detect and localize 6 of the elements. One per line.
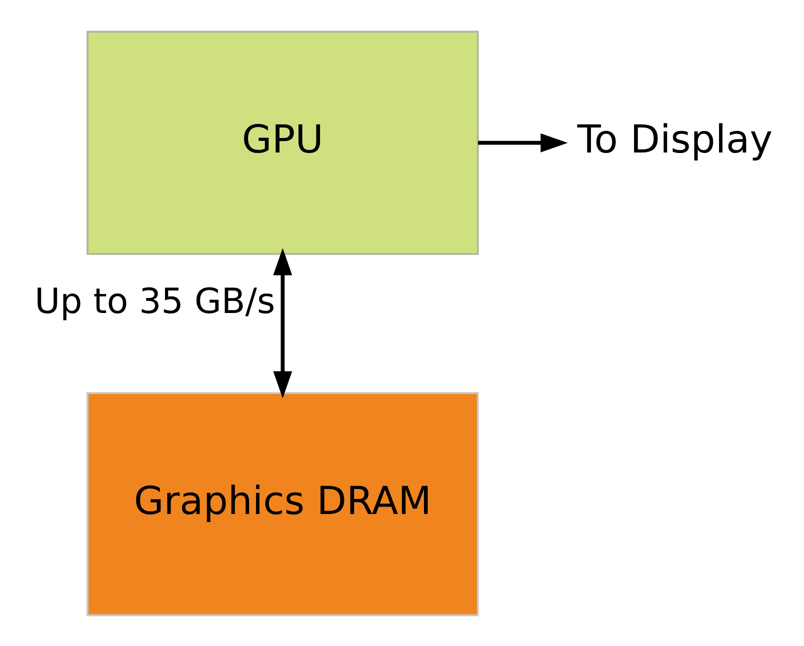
arrow [478,132,568,152]
arrow [273,248,292,398]
node-box: Graphics DRAM [86,392,479,616]
node-box: GPU [86,30,479,254]
node-text: To Display [577,116,773,162]
edge-label: Up to 35 GB/s [34,281,276,322]
